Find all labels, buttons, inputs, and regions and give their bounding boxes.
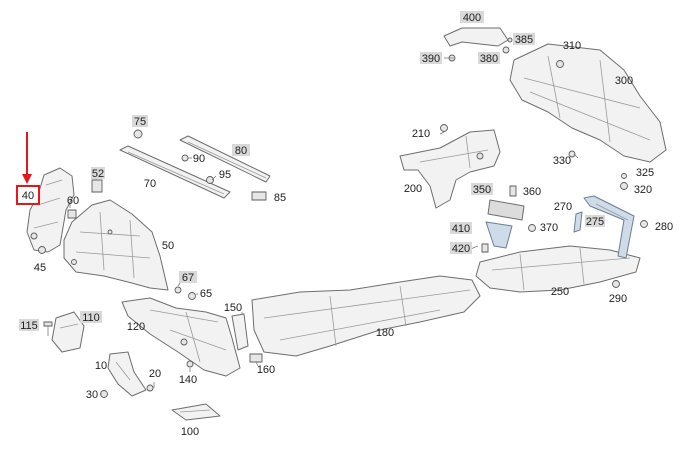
part-325-washer[interactable] (621, 173, 627, 179)
label-270[interactable]: 270 (554, 201, 572, 213)
label-275[interactable]: 275 (586, 216, 604, 228)
part-95-nut[interactable] (206, 176, 214, 184)
label-65[interactable]: 65 (200, 288, 212, 300)
label-150[interactable]: 150 (224, 302, 242, 314)
label-390[interactable]: 390 (422, 53, 440, 65)
part-310-clip[interactable] (556, 60, 564, 68)
part-40-shield[interactable] (26, 167, 75, 253)
label-160[interactable]: 160 (257, 364, 275, 376)
label-100[interactable]: 100 (181, 426, 199, 438)
part-70-rail[interactable] (119, 145, 231, 199)
label-52[interactable]: 52 (92, 168, 104, 180)
label-67[interactable]: 67 (182, 272, 194, 284)
label-250[interactable]: 250 (551, 286, 569, 298)
label-370[interactable]: 370 (540, 222, 558, 234)
label-280[interactable]: 280 (655, 221, 673, 233)
highlight-label-40[interactable]: 40 (16, 185, 40, 205)
label-310[interactable]: 310 (563, 40, 581, 52)
part-140-clip[interactable] (186, 360, 194, 368)
part-85-clip[interactable] (251, 191, 267, 201)
label-20[interactable]: 20 (149, 368, 161, 380)
part-180-tunnel-shield[interactable] (251, 275, 481, 357)
part-160-clip[interactable] (249, 353, 263, 363)
part-400-bracket[interactable] (443, 27, 509, 47)
part-380-nut[interactable] (502, 46, 510, 54)
part-10-bracket[interactable] (107, 351, 147, 397)
part-115-bolt[interactable] (43, 321, 53, 336)
part-50-shield[interactable] (63, 199, 169, 291)
label-85[interactable]: 85 (274, 192, 286, 204)
part-110-bracket[interactable] (51, 311, 85, 353)
label-210[interactable]: 210 (412, 128, 430, 140)
part-20-bolt[interactable] (146, 384, 154, 392)
part-300-shield[interactable] (509, 43, 667, 163)
part-75-clip[interactable] (133, 129, 143, 139)
part-410-bracket[interactable] (485, 221, 513, 249)
highlight-arrow (22, 132, 32, 184)
part-420-bolt[interactable] (481, 243, 489, 253)
part-280-nut[interactable] (640, 220, 648, 228)
part-330-clip[interactable] (568, 150, 576, 158)
part-250-shield[interactable] (475, 245, 641, 293)
label-50[interactable]: 50 (162, 240, 174, 252)
part-210-clip[interactable] (440, 124, 448, 132)
label-70[interactable]: 70 (144, 178, 156, 190)
part-360-clip[interactable] (509, 185, 517, 197)
part-290-clip[interactable] (612, 280, 620, 288)
label-90[interactable]: 90 (193, 153, 205, 165)
label-120[interactable]: 120 (127, 321, 145, 333)
label-290[interactable]: 290 (609, 293, 627, 305)
label-320[interactable]: 320 (634, 184, 652, 196)
part-350-mount[interactable] (487, 199, 525, 221)
part-60-clip[interactable] (67, 209, 77, 219)
label-60[interactable]: 60 (67, 195, 79, 207)
part-200-bracket[interactable] (399, 129, 501, 209)
label-45[interactable]: 45 (34, 262, 46, 274)
part-labels: 52 60 45 50 75 70 80 90 95 85 67 65 115 … (19, 11, 673, 438)
label-400[interactable]: 400 (463, 12, 481, 24)
part-270-strap[interactable] (573, 195, 635, 259)
label-10[interactable]: 10 (95, 360, 107, 372)
label-380[interactable]: 380 (480, 53, 498, 65)
label-350[interactable]: 350 (473, 184, 491, 196)
label-410[interactable]: 410 (452, 223, 470, 235)
label-75[interactable]: 75 (134, 116, 146, 128)
part-52-bracket[interactable] (91, 179, 103, 193)
part-385-washer[interactable] (507, 37, 513, 43)
part-100-bracket[interactable] (171, 403, 221, 421)
label-360[interactable]: 360 (523, 186, 541, 198)
label-30[interactable]: 30 (86, 389, 98, 401)
label-325[interactable]: 325 (636, 167, 654, 179)
label-40: 40 (22, 190, 34, 202)
part-370-nut[interactable] (528, 224, 536, 232)
part-120-shield[interactable] (121, 297, 241, 377)
part-45-nut[interactable] (38, 246, 46, 254)
part-80-rail[interactable] (179, 135, 271, 183)
label-95[interactable]: 95 (219, 169, 231, 181)
part-90-clip[interactable] (181, 154, 189, 162)
label-385[interactable]: 385 (515, 34, 533, 46)
part-65-nut[interactable] (188, 292, 196, 300)
label-140[interactable]: 140 (179, 374, 197, 386)
label-330[interactable]: 330 (553, 155, 571, 167)
label-110[interactable]: 110 (82, 312, 100, 324)
label-115[interactable]: 115 (20, 320, 38, 332)
label-200[interactable]: 200 (404, 183, 422, 195)
label-420[interactable]: 420 (452, 243, 470, 255)
part-275-strap[interactable] (595, 203, 629, 221)
part-67-clip[interactable] (174, 286, 182, 294)
label-180[interactable]: 180 (376, 327, 394, 339)
part-150-bracket[interactable] (231, 313, 249, 351)
label-80[interactable]: 80 (235, 145, 247, 157)
label-300[interactable]: 300 (615, 75, 633, 87)
part-320-nut[interactable] (620, 182, 628, 190)
